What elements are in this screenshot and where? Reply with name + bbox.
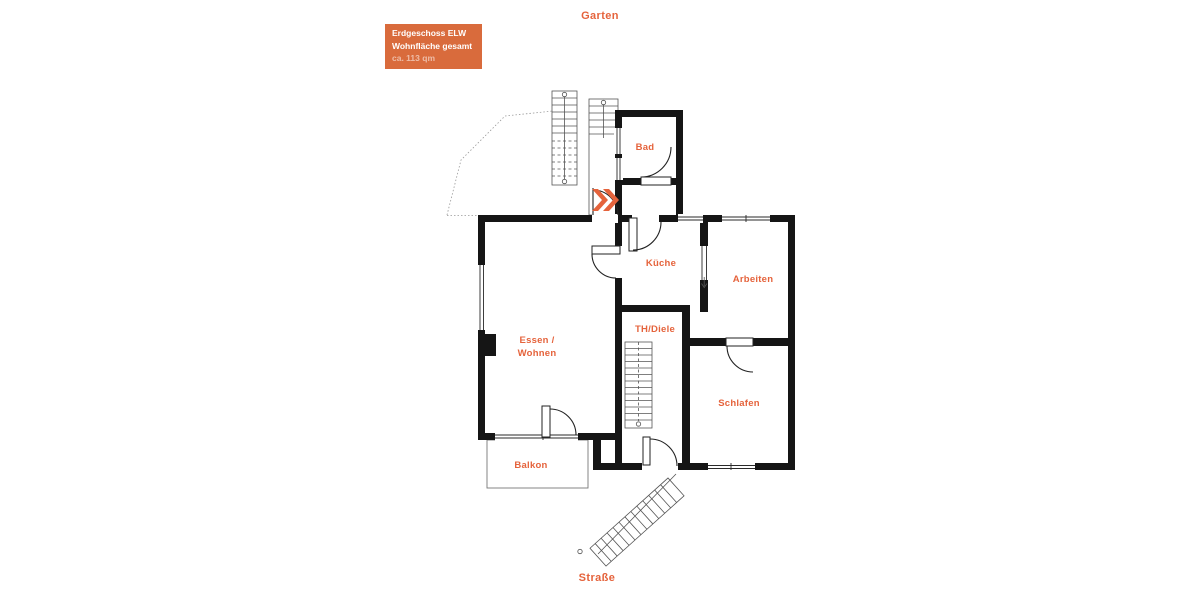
room-label-schlafen: Schlafen	[718, 398, 760, 409]
garden-stairs	[551, 90, 578, 186]
double-chevron-right-icon	[592, 189, 619, 211]
room-label-essen-wohnen: Essen / Wohnen	[518, 334, 557, 360]
room-label-essen-line1: Essen /	[519, 335, 555, 346]
info-box-line2: Wohnfläche gesamt	[392, 40, 473, 51]
room-label-bad: Bad	[635, 142, 655, 153]
room-label-balkon: Balkon	[514, 460, 548, 471]
walls	[478, 110, 795, 470]
room-label-arbeiten: Arbeiten	[732, 274, 774, 285]
room-label-th-diele: TH/Diele	[634, 324, 676, 335]
garden-boundary	[446, 110, 554, 216]
balcony-outline	[486, 439, 589, 489]
orientation-label-garden: Garten	[581, 10, 619, 22]
room-label-essen-line2: Wohnen	[517, 348, 557, 359]
sliding-door	[701, 246, 708, 289]
street-stairs	[577, 473, 685, 567]
info-box: Erdgeschoss ELW Wohnfläche gesamt ca. 11…	[385, 24, 482, 69]
interior-stairs	[624, 341, 653, 429]
info-box-line1: Erdgeschoss ELW	[392, 28, 467, 38]
info-box-area: ca. 113 qm	[392, 53, 436, 63]
room-label-kueche: Küche	[645, 258, 677, 269]
orientation-label-street: Straße	[578, 572, 616, 584]
